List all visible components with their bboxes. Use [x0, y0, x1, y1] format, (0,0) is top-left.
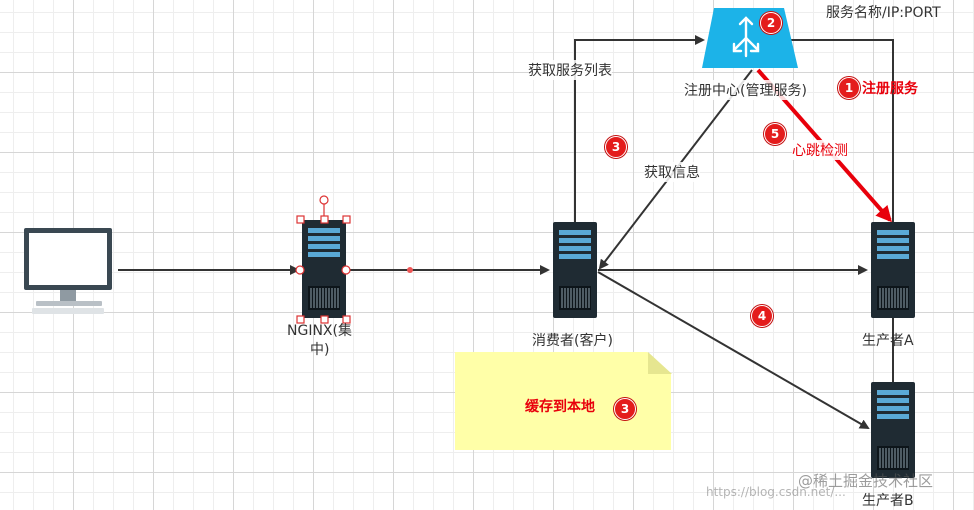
- consumer-label: 消费者(客户): [532, 333, 613, 349]
- step-badge-3-cache: 3: [614, 398, 636, 420]
- nginx-label-line2: 中): [310, 342, 330, 358]
- step-badge-4: 4: [751, 305, 773, 327]
- nginx-label-line1: NGINX(集: [287, 323, 352, 339]
- producer-a-server-icon: [871, 222, 915, 318]
- producer-a-label: 生产者A: [862, 333, 914, 349]
- selection-handles[interactable]: [295, 195, 351, 324]
- registry-label: 注册中心(管理服务): [684, 80, 807, 100]
- registry-center-icon: [702, 8, 798, 68]
- producer-b-label: 生产者B: [862, 493, 914, 509]
- heartbeat-label: 心跳检测: [792, 140, 848, 160]
- get-service-list-label: 获取服务列表: [528, 60, 612, 80]
- edge-producer-to-registry: [776, 35, 894, 222]
- watermark-url: https://blog.csdn.net/...: [706, 485, 846, 499]
- watermark-brand: @稀土掘金技术社区: [798, 472, 934, 490]
- nginx-server-icon: [302, 220, 346, 318]
- step-badge-1: 1: [838, 77, 860, 99]
- get-info-label: 获取信息: [644, 162, 700, 182]
- sticky-note: [455, 352, 671, 450]
- step-badge-5: 5: [764, 123, 786, 145]
- edge-consumer-to-registry: [574, 35, 705, 222]
- computer-icon: [24, 228, 112, 314]
- step-badge-2: 2: [760, 12, 782, 34]
- consumer-server-icon: [553, 222, 597, 318]
- register-service-label: 注册服务: [862, 81, 918, 97]
- cache-local-label: 缓存到本地: [525, 399, 595, 415]
- edge-consumer-to-producer-b: [597, 271, 870, 430]
- producer-b-server-icon: [871, 382, 915, 478]
- step-badge-3-info: 3: [605, 136, 627, 158]
- service-meta-label: 服务名称/IP:PORT: [826, 5, 941, 21]
- edge-midpoint-dot: [407, 267, 413, 273]
